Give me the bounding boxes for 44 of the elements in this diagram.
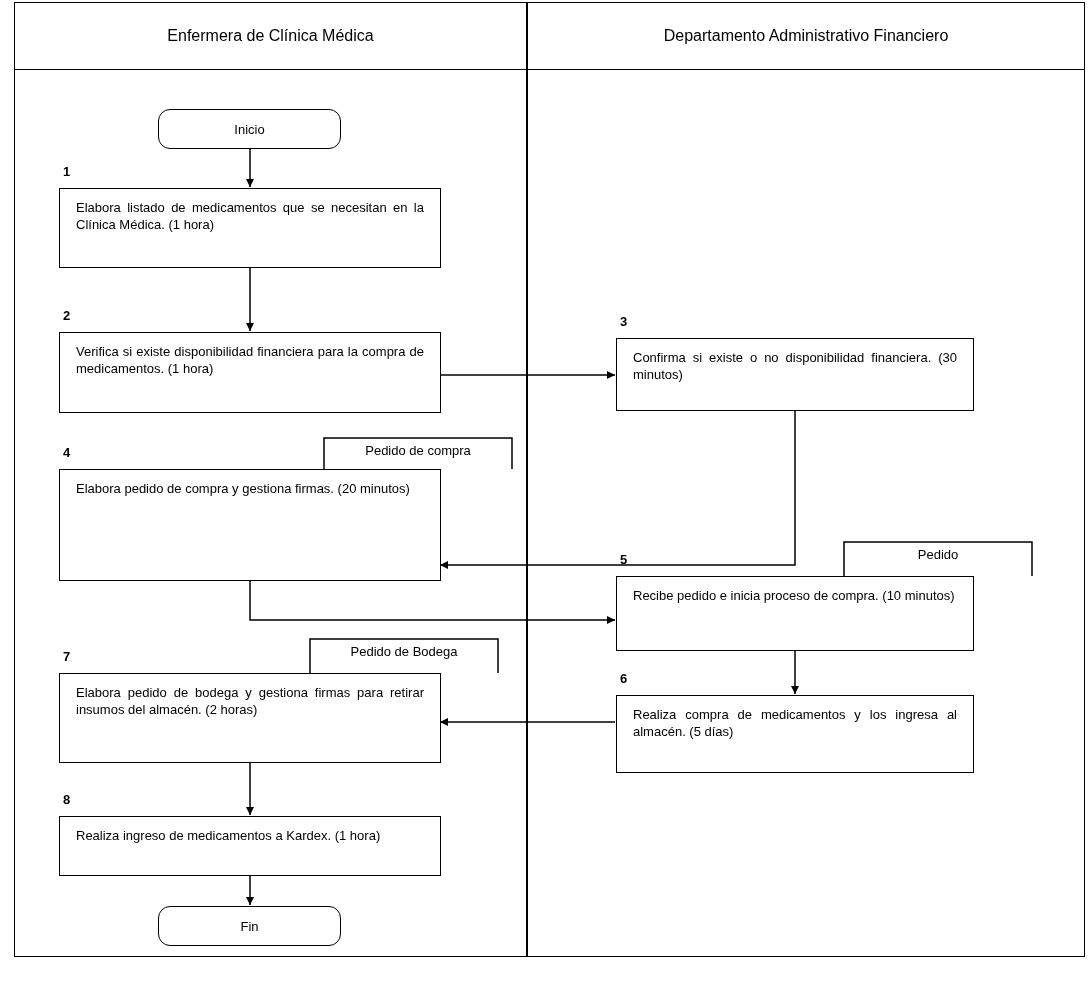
step-number: 7 [63,649,71,664]
process-box [616,338,974,411]
arrow [246,874,254,906]
document-shape [309,638,499,673]
step-number: 2 [63,308,71,323]
process-box [59,332,441,413]
step-text: Elabora pedido de compra y gestiona firmas. (20 minutos) [76,481,410,496]
terminal-label: Inicio [234,121,265,137]
step-number: 1 [63,164,71,179]
step-text: Recibe pedido e inicia proceso de compra. (10 minutos) [633,588,955,603]
step-number: 5 [620,552,628,567]
arrow [246,147,254,188]
step-number: 8 [63,792,71,807]
process-box [616,695,974,773]
step-number: 6 [620,671,628,686]
arrow [439,371,616,379]
step-text: Confirma si existe o no disponibilidad financiera. (30 minutos) [633,350,957,382]
process-box [59,816,441,876]
step-text: Elabora pedido de bodega y gestiona firmas para retirar insumos del almacén. (2 horas) [76,685,424,717]
step-text: Realiza ingreso de medicamentos a Kardex. (1 hora) [76,828,381,843]
arrow [791,649,799,695]
arrow [246,761,254,816]
arrow [246,266,254,332]
step-number: 3 [620,314,628,329]
arrow [439,409,796,569]
step-text: Realiza compra de medicamentos y los ingresa al almacén. (5 días) [633,707,957,739]
terminal-label: Fin [240,918,259,934]
step-text: Verifica si existe disponibilidad financiera para la compra de medicamentos. (1 hora) [76,344,424,376]
swimlane [14,2,527,957]
terminal-box [158,906,341,946]
lane-title: Enfermera de Clínica Médica [167,27,374,45]
process-box [59,188,441,268]
lane-title: Departamento Administrativo Financiero [663,27,949,45]
document-label: Pedido de compra [364,443,472,458]
document-shape [843,541,1033,576]
document-label: Pedido de Bodega [349,644,459,659]
arrow [249,579,616,624]
step-number: 4 [63,445,71,460]
document-label: Pedido [916,547,960,562]
terminal-box [158,109,341,149]
document-shape [323,437,513,469]
swimlane [527,2,1085,957]
arrow [439,718,616,726]
step-text: Elabora listado de medicamentos que se necesitan en la Clínica Médica. (1 hora) [76,200,424,232]
